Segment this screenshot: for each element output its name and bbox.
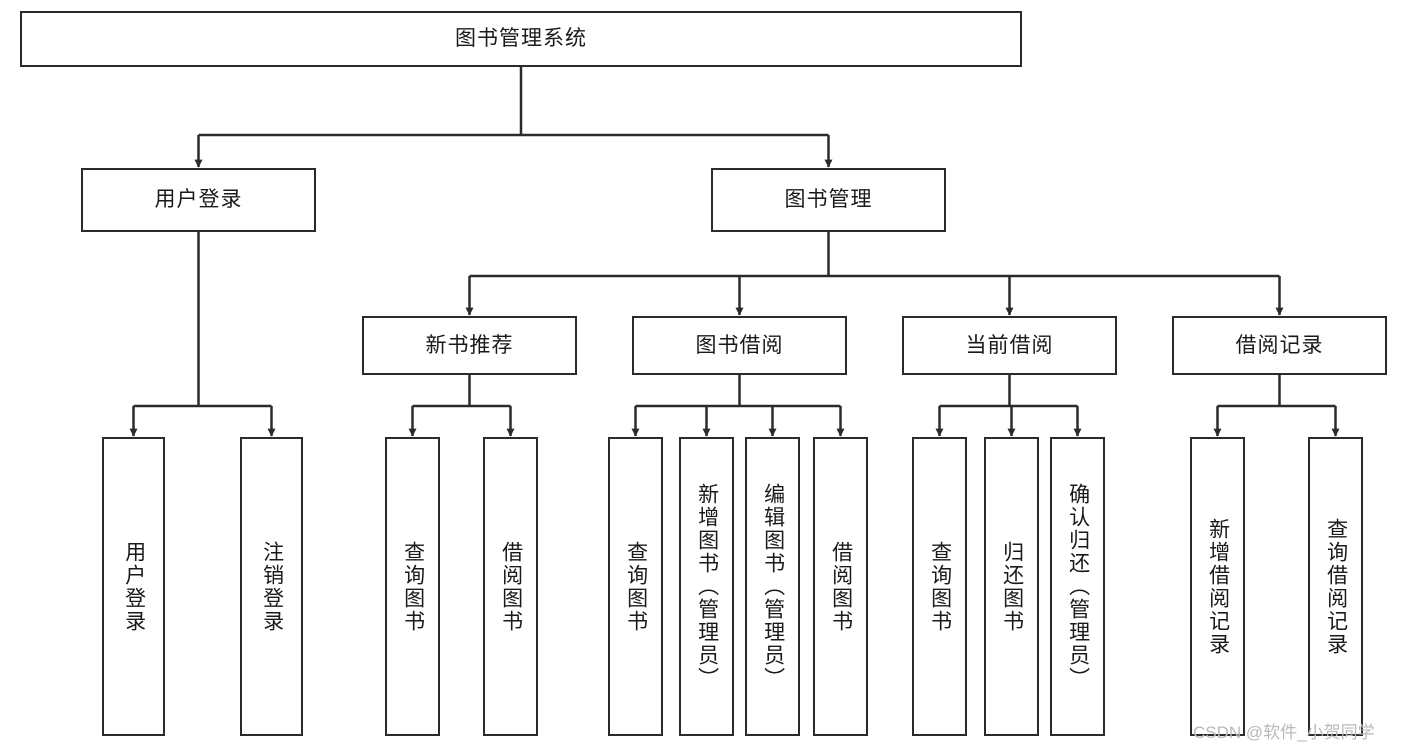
node-leaf-return-book[interactable]: 归还图书: [984, 437, 1039, 736]
node-label: 新增图书（管理员）: [695, 483, 719, 690]
node-leaf-borrow-book-1[interactable]: 借阅图书: [483, 437, 538, 736]
node-label: 查询借阅记录: [1324, 517, 1348, 656]
edge-paths: [129, 67, 1340, 437]
node-label: 当前借阅: [965, 333, 1054, 357]
node-label: 借阅记录: [1235, 333, 1324, 357]
node-leaf-query-record[interactable]: 查询借阅记录: [1308, 437, 1363, 736]
node-leaf-borrow-book-2[interactable]: 借阅图书: [813, 437, 868, 736]
node-book-admin[interactable]: 图书管理: [711, 168, 946, 232]
node-label: 新增借阅记录: [1206, 517, 1230, 656]
node-label: 查询图书: [624, 540, 648, 633]
node-label: 用户登录: [122, 540, 146, 633]
node-root[interactable]: 图书管理系统: [20, 11, 1022, 67]
node-label: 图书管理: [784, 188, 873, 212]
node-current-borrow[interactable]: 当前借阅: [902, 316, 1117, 375]
node-leaf-query-book-2[interactable]: 查询图书: [608, 437, 663, 736]
node-label: 图书借阅: [695, 333, 784, 357]
node-leaf-edit-book[interactable]: 编辑图书（管理员）: [745, 437, 800, 736]
node-leaf-add-book[interactable]: 新增图书（管理员）: [679, 437, 734, 736]
node-borrow-record[interactable]: 借阅记录: [1172, 316, 1387, 375]
node-leaf-user-login[interactable]: 用户登录: [102, 437, 165, 736]
node-label: 用户登录: [154, 188, 243, 212]
node-label: 注销登录: [260, 540, 284, 633]
node-label: 新书推荐: [425, 333, 514, 357]
node-label: 确认归还（管理员）: [1066, 483, 1090, 690]
node-user-login[interactable]: 用户登录: [81, 168, 316, 232]
node-label: 编辑图书（管理员）: [761, 483, 785, 690]
node-label: 图书管理系统: [455, 27, 587, 51]
node-leaf-confirm-return[interactable]: 确认归还（管理员）: [1050, 437, 1105, 736]
node-leaf-query-book-1[interactable]: 查询图书: [385, 437, 440, 736]
node-label: 归还图书: [1000, 540, 1024, 633]
node-label: 查询图书: [928, 540, 952, 633]
node-new-book-rec[interactable]: 新书推荐: [362, 316, 577, 375]
node-leaf-user-logout[interactable]: 注销登录: [240, 437, 303, 736]
node-label: 借阅图书: [499, 540, 523, 633]
watermark: CSDN @软件_小贺同学: [1193, 723, 1375, 742]
node-leaf-query-book-3[interactable]: 查询图书: [912, 437, 967, 736]
node-leaf-add-record[interactable]: 新增借阅记录: [1190, 437, 1245, 736]
node-book-borrow[interactable]: 图书借阅: [632, 316, 847, 375]
node-label: 查询图书: [401, 540, 425, 633]
node-label: 借阅图书: [829, 540, 853, 633]
